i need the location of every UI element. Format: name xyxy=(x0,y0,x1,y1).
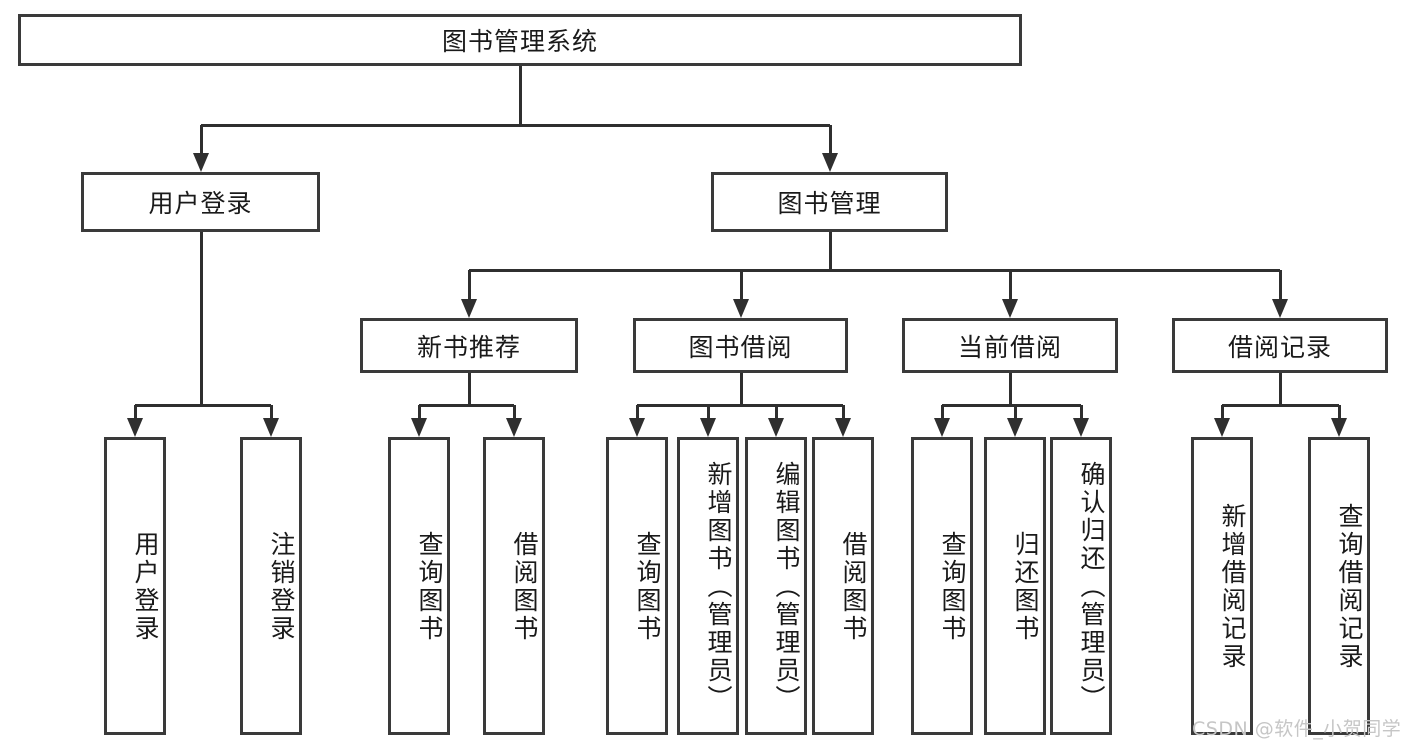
node-label: 注销登录 xyxy=(267,531,296,643)
connector-vertical xyxy=(707,405,710,418)
connector-vertical xyxy=(468,373,471,405)
arrowhead-icon xyxy=(821,153,838,172)
node-label: 图书借阅 xyxy=(688,332,793,362)
node-label: 查询图书 xyxy=(938,531,967,643)
arrowhead-icon xyxy=(1002,299,1018,318)
arrowhead-icon xyxy=(934,418,950,437)
arrowhead-icon xyxy=(192,153,209,172)
connector-horizontal xyxy=(419,404,514,407)
connector-vertical xyxy=(1279,373,1282,405)
leaf-node-注销登录[interactable]: 注销登录 xyxy=(240,437,302,735)
leaf-node-归还图书[interactable]: 归还图书 xyxy=(984,437,1046,735)
connector-vertical xyxy=(739,270,743,299)
arrowhead-icon xyxy=(768,418,784,437)
node-图书借阅[interactable]: 图书借阅 xyxy=(633,318,848,373)
arrowhead-icon xyxy=(1073,418,1089,437)
node-label: 图书管理系统 xyxy=(441,27,598,56)
connector-vertical xyxy=(842,405,845,418)
node-新书推荐[interactable]: 新书推荐 xyxy=(360,318,578,373)
arrowhead-icon xyxy=(1214,418,1230,437)
node-label: 查询借阅记录 xyxy=(1335,503,1364,671)
arrowhead-icon xyxy=(411,418,427,437)
leaf-node-借阅图书-图书借阅[interactable]: 借阅图书 xyxy=(812,437,874,735)
arrowhead-icon xyxy=(127,418,143,437)
connector-vertical xyxy=(134,405,137,418)
node-root-图书管理系统[interactable]: 图书管理系统 xyxy=(18,14,1022,66)
node-label: 查询图书 xyxy=(415,531,444,643)
leaf-node-借阅图书-新书推荐[interactable]: 借阅图书 xyxy=(483,437,545,735)
connector-horizontal xyxy=(637,404,843,407)
arrowhead-icon xyxy=(700,418,716,437)
connector-vertical xyxy=(1080,405,1083,418)
connector-vertical xyxy=(828,125,832,153)
connector-vertical xyxy=(1338,405,1341,418)
node-用户登录[interactable]: 用户登录 xyxy=(81,172,320,232)
leaf-node-新增借阅记录[interactable]: 新增借阅记录 xyxy=(1191,437,1253,735)
node-借阅记录[interactable]: 借阅记录 xyxy=(1172,318,1388,373)
connector-vertical xyxy=(199,232,203,405)
leaf-node-查询图书-图书借阅[interactable]: 查询图书 xyxy=(606,437,668,735)
connector-vertical xyxy=(270,405,273,418)
node-label: 借阅记录 xyxy=(1227,332,1332,362)
connector-vertical xyxy=(1009,270,1012,299)
arrowhead-icon xyxy=(263,418,279,437)
node-label: 借阅图书 xyxy=(510,531,539,643)
arrowhead-icon xyxy=(1272,299,1288,318)
connector-horizontal xyxy=(135,404,271,407)
connector-horizontal xyxy=(942,404,1081,407)
leaf-node-编辑图书管理员[interactable]: 编辑图书（管理员） xyxy=(745,437,807,735)
connector-vertical xyxy=(828,232,832,270)
arrowhead-icon xyxy=(629,418,645,437)
node-label: 查询图书 xyxy=(633,531,662,643)
node-label: 用户登录 xyxy=(131,531,160,643)
connector-vertical xyxy=(739,373,743,405)
node-label: 新增图书（管理员） xyxy=(704,461,733,713)
node-label: 借阅图书 xyxy=(839,531,868,643)
connector-vertical xyxy=(636,405,639,418)
connector-horizontal xyxy=(1222,404,1339,407)
arrowhead-icon xyxy=(835,418,851,437)
arrowhead-icon xyxy=(732,299,749,318)
connector-vertical xyxy=(1279,270,1282,299)
leaf-node-确认归还管理员[interactable]: 确认归还（管理员） xyxy=(1050,437,1112,735)
node-label: 图书管理 xyxy=(777,189,882,218)
connector-vertical xyxy=(1009,373,1012,405)
connector-vertical xyxy=(519,66,522,125)
node-label: 用户登录 xyxy=(148,189,253,218)
connector-vertical xyxy=(1221,405,1224,418)
connector-vertical xyxy=(468,270,471,299)
connector-vertical xyxy=(941,405,944,418)
leaf-node-查询图书-当前借阅[interactable]: 查询图书 xyxy=(911,437,973,735)
node-label: 确认归还（管理员） xyxy=(1077,461,1106,713)
connector-vertical xyxy=(1014,405,1017,418)
connector-vertical xyxy=(513,405,516,418)
arrowhead-icon xyxy=(461,299,477,318)
node-当前借阅[interactable]: 当前借阅 xyxy=(902,318,1118,373)
node-label: 编辑图书（管理员） xyxy=(772,461,801,713)
node-label: 新书推荐 xyxy=(416,332,521,362)
connector-vertical xyxy=(775,405,778,418)
node-label: 当前借阅 xyxy=(957,332,1062,362)
arrowhead-icon xyxy=(1007,418,1023,437)
arrowhead-icon xyxy=(506,418,522,437)
leaf-node-查询图书-新书推荐[interactable]: 查询图书 xyxy=(388,437,450,735)
leaf-node-新增图书管理员[interactable]: 新增图书（管理员） xyxy=(677,437,739,735)
connector-vertical xyxy=(199,125,203,153)
connector-horizontal xyxy=(200,124,830,127)
leaf-node-查询借阅记录[interactable]: 查询借阅记录 xyxy=(1308,437,1370,735)
node-图书管理[interactable]: 图书管理 xyxy=(711,172,948,232)
connector-horizontal xyxy=(469,269,1280,272)
arrowhead-icon xyxy=(1331,418,1347,437)
connector-vertical xyxy=(418,405,421,418)
node-label: 新增借阅记录 xyxy=(1218,503,1247,671)
node-label: 归还图书 xyxy=(1011,531,1040,643)
leaf-node-用户登录[interactable]: 用户登录 xyxy=(104,437,166,735)
